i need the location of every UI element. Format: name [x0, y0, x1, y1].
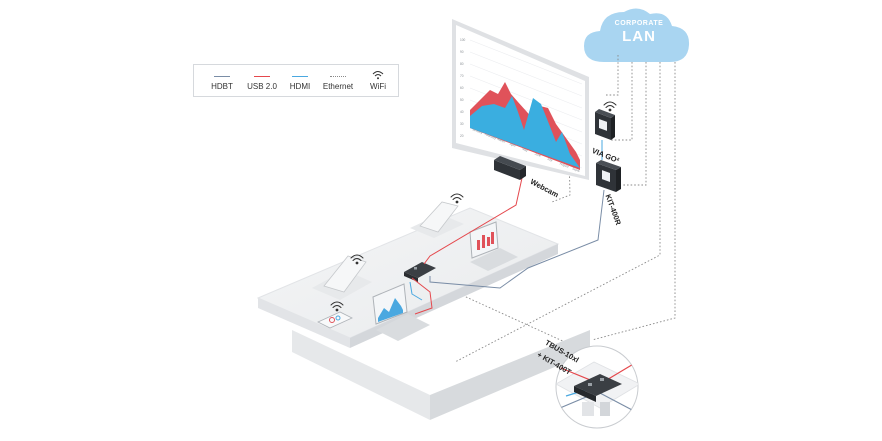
legend-item-ethernet: Ethernet — [318, 65, 358, 98]
legend-label-hdbt: HDBT — [211, 82, 233, 91]
cloud-label-line2: LAN — [622, 28, 656, 45]
chart-y-tick: 100 — [460, 38, 466, 42]
cloud-label-line1: CORPORATE — [614, 20, 664, 27]
legend-swatch-usb — [254, 76, 270, 77]
legend-label-wifi: WiFi — [370, 82, 386, 91]
chart-x-tick: February — [484, 132, 497, 140]
webcam-icon — [494, 156, 526, 180]
legend-label-ethernet: Ethernet — [322, 82, 354, 91]
chart-y-tick: 80 — [460, 62, 464, 66]
legend-swatch-hdbt — [214, 76, 230, 77]
magnified-table-box-detail — [555, 345, 639, 429]
wifi-icon-pod-left — [350, 254, 364, 265]
table-pod-right — [410, 201, 464, 238]
wifi-icon — [372, 71, 384, 80]
chart-x-tick: August — [559, 162, 569, 169]
chart-x-tick: June — [534, 152, 542, 158]
wifi-icon-tablet — [330, 301, 344, 312]
legend-swatch-hdmi — [292, 76, 308, 77]
chart-y-tick: 40 — [460, 110, 464, 114]
chart-y-tick: 20 — [460, 134, 464, 138]
chart-y-tick: 50 — [460, 98, 464, 102]
legend-label-hdmi: HDMI — [289, 82, 311, 91]
chart-x-tick: January — [472, 127, 484, 135]
legend-item-hdbt: HDBT — [202, 65, 242, 98]
display-chart — [469, 39, 583, 170]
chart-x-tick: Septe — [572, 166, 581, 173]
chart-x-tick: July — [547, 157, 554, 163]
laptop-chart-icon — [469, 221, 518, 271]
conference-table — [256, 207, 590, 420]
chart-y-tick: 60 — [460, 86, 464, 90]
chart-y-tick: 30 — [460, 122, 464, 126]
kit-400r-device-icon — [596, 160, 621, 192]
legend-item-hdmi: HDMI — [280, 65, 320, 98]
legend-item-usb: USB 2.0 — [242, 65, 282, 98]
chart-x-ticks: JanuaryFebruaryMarchAprilMayJuneJulyAugu… — [472, 127, 581, 173]
chart-y-tick: 90 — [460, 50, 464, 54]
wifi-icon-pod-right — [450, 193, 464, 204]
hdbt-cable — [429, 189, 605, 289]
cloud-label: CORPORATE LAN — [606, 20, 672, 44]
table-pod-left — [312, 255, 372, 300]
chart-y-ticks: 100 90 80 70 60 50 40 30 20 — [460, 38, 466, 138]
legend-swatch-ethernet — [330, 76, 346, 77]
chart-x-tick: March — [497, 137, 507, 144]
usb-cable — [411, 177, 523, 315]
chart-x-tick: April — [509, 142, 516, 148]
chart-x-tick: May — [522, 147, 529, 153]
tablet-icon — [317, 311, 353, 329]
laptop-area-chart-icon — [372, 283, 430, 341]
wifi-icon-via-go — [603, 101, 617, 112]
cable-legend: HDBT USB 2.0 HDMI Ethernet WiFi — [193, 64, 399, 97]
chart-y-tick: 70 — [460, 74, 464, 78]
hdmi-cable — [409, 140, 603, 301]
corporate-lan-cloud-icon — [584, 8, 690, 63]
via-go-device-icon — [595, 109, 615, 140]
legend-label-usb: USB 2.0 — [247, 82, 277, 91]
legend-item-wifi: WiFi — [358, 65, 398, 98]
